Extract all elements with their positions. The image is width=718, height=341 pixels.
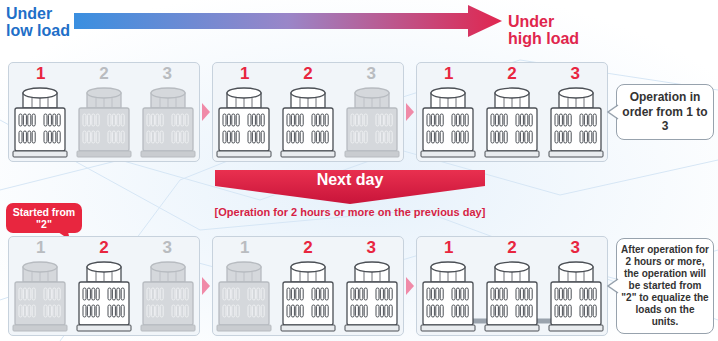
- step-arrow: [406, 277, 414, 295]
- load-label: Under low load: [6, 5, 72, 39]
- cooling-unit: [13, 262, 67, 331]
- cooling-unit: [485, 88, 539, 157]
- badge-text: Started from "2": [10, 206, 78, 230]
- callout-tail: [607, 278, 619, 294]
- unit-number: 1: [417, 237, 480, 259]
- state-panel: 123: [416, 62, 608, 162]
- load-arrow: [74, 5, 502, 37]
- number-row: 123: [213, 237, 403, 259]
- cooling-unit: [281, 88, 335, 157]
- cooling-unit: [421, 262, 475, 331]
- cooling-unit: [281, 262, 335, 331]
- cooling-unit: [13, 88, 67, 157]
- unit-number: 2: [276, 63, 339, 85]
- step-arrow: [202, 277, 210, 295]
- callout-tail: [607, 104, 619, 120]
- state-panel: 123: [212, 236, 404, 336]
- cooling-unit: [141, 262, 195, 331]
- unit-number: 3: [544, 237, 607, 259]
- number-row: 123: [417, 237, 607, 259]
- unit-number: 3: [340, 237, 403, 259]
- step-arrow: [406, 103, 414, 121]
- unit-number: 2: [72, 237, 135, 259]
- unit-number: 1: [417, 63, 480, 85]
- unit-number: 1: [9, 237, 72, 259]
- unit-number: 1: [213, 237, 276, 259]
- next-day-arrow: Next day [Operation for 2 hours or more o…: [140, 170, 560, 222]
- state-panel: 123: [8, 236, 200, 336]
- cooling-unit: [217, 88, 271, 157]
- callout-text: After operation for 2 hours or more, the…: [621, 244, 709, 328]
- arrow-note: [Operation for 2 hours or more on the pr…: [215, 205, 486, 219]
- callout-box: Operation in order from 1 to 3: [616, 84, 714, 139]
- network-lines: [0, 60, 718, 341]
- cooling-unit: [77, 88, 131, 157]
- arrow-title: Next day: [317, 170, 384, 190]
- number-row: 123: [213, 63, 403, 85]
- label-holder: Under high load: [508, 13, 588, 47]
- number-row: 123: [417, 63, 607, 85]
- unit-number: 3: [340, 63, 403, 85]
- cooling-unit: [217, 262, 271, 331]
- start-badge: Started from "2": [6, 203, 82, 233]
- cooling-unit: [549, 88, 603, 157]
- unit-number: 2: [480, 63, 543, 85]
- step-arrow: [202, 103, 210, 121]
- state-panel: 123: [416, 236, 608, 336]
- cooling-unit: [77, 262, 131, 331]
- cooling-unit: [421, 88, 475, 157]
- callout-box: After operation for 2 hours or more, the…: [616, 238, 714, 334]
- cooling-unit: [141, 88, 195, 157]
- load-label: Under high load: [508, 13, 588, 47]
- cooling-unit: [549, 262, 603, 331]
- unit-number: 3: [544, 63, 607, 85]
- unit-number: 2: [72, 63, 135, 85]
- unit-number: 3: [136, 63, 199, 85]
- unit-number: 3: [136, 237, 199, 259]
- label-holder: Under low load: [6, 5, 72, 39]
- number-row: 123: [9, 237, 199, 259]
- callout-text: Operation in order from 1 to 3: [621, 90, 709, 133]
- cooling-unit: [485, 262, 539, 331]
- unit-number: 2: [480, 237, 543, 259]
- cooling-unit: [345, 262, 399, 331]
- cooling-unit: [345, 88, 399, 157]
- unit-number: 2: [276, 237, 339, 259]
- state-panel: 123: [212, 62, 404, 162]
- unit-number: 1: [9, 63, 72, 85]
- number-row: 123: [9, 63, 199, 85]
- unit-number: 1: [213, 63, 276, 85]
- state-panel: 123: [8, 62, 200, 162]
